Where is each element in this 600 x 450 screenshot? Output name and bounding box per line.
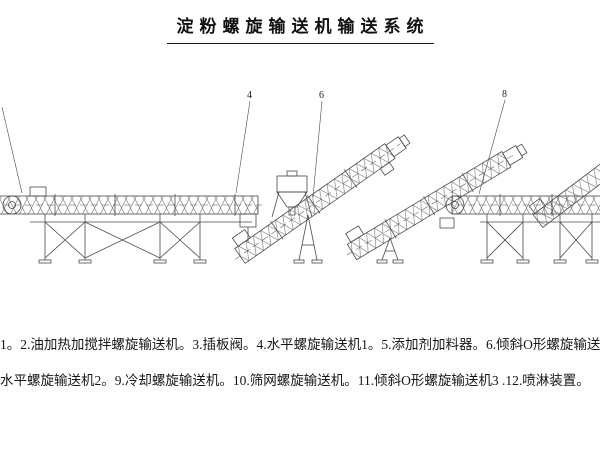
callout-8: 8 bbox=[502, 89, 507, 100]
drive-motor bbox=[502, 143, 528, 166]
foot-pad bbox=[553, 259, 567, 264]
inclined-conveyor-2-support bbox=[376, 237, 404, 264]
drawing-title: 淀粉螺旋输送机输送系统 bbox=[166, 12, 434, 44]
foot-pad bbox=[480, 259, 494, 264]
foot-pad bbox=[193, 259, 207, 264]
foot-pad bbox=[78, 259, 92, 264]
right-support-trestles bbox=[480, 214, 600, 264]
inlet-port bbox=[29, 186, 47, 197]
foot-pad bbox=[376, 259, 388, 264]
conveyor-diagram: 4 6 8 bbox=[0, 89, 600, 264]
inclined-conveyor-1-support bbox=[293, 214, 323, 264]
foot-pad bbox=[153, 259, 167, 264]
inclined-conveyor-3 bbox=[528, 147, 600, 228]
legend-line-1: 1。2.油加热加搅拌螺旋输送机。3.插板阀。4.水平螺旋输送机1。5.添加剂加料… bbox=[0, 337, 600, 352]
inclined-conveyor-2 bbox=[345, 143, 528, 261]
title-block: 淀粉螺旋输送机输送系统 bbox=[0, 12, 600, 44]
right-horizontal-conveyor bbox=[439, 194, 600, 229]
leader-lines bbox=[1, 99, 506, 198]
discharge-spout bbox=[379, 161, 395, 176]
foot-pad bbox=[38, 259, 52, 264]
foot-pad bbox=[516, 259, 530, 264]
feed-boot bbox=[345, 225, 365, 243]
feed-boot bbox=[231, 228, 251, 247]
right-drive-unit bbox=[439, 195, 465, 229]
drive-motor bbox=[385, 134, 411, 158]
inclined-conveyor-1 bbox=[231, 134, 411, 264]
left-horizontal-conveyor bbox=[0, 186, 262, 216]
foot-pad bbox=[585, 259, 599, 264]
callout-4: 4 bbox=[247, 90, 252, 101]
foot-pad bbox=[392, 259, 404, 264]
foot-pad bbox=[293, 259, 305, 264]
legend-line-2: 水平螺旋输送机2。9.冷却螺旋输送机。10.筛网螺旋输送机。11.倾斜O形螺旋输… bbox=[0, 373, 590, 388]
left-drive-unit bbox=[2, 195, 22, 215]
callout-6: 6 bbox=[319, 90, 324, 101]
left-support-trestles bbox=[30, 214, 252, 264]
foot-pad bbox=[311, 259, 323, 264]
